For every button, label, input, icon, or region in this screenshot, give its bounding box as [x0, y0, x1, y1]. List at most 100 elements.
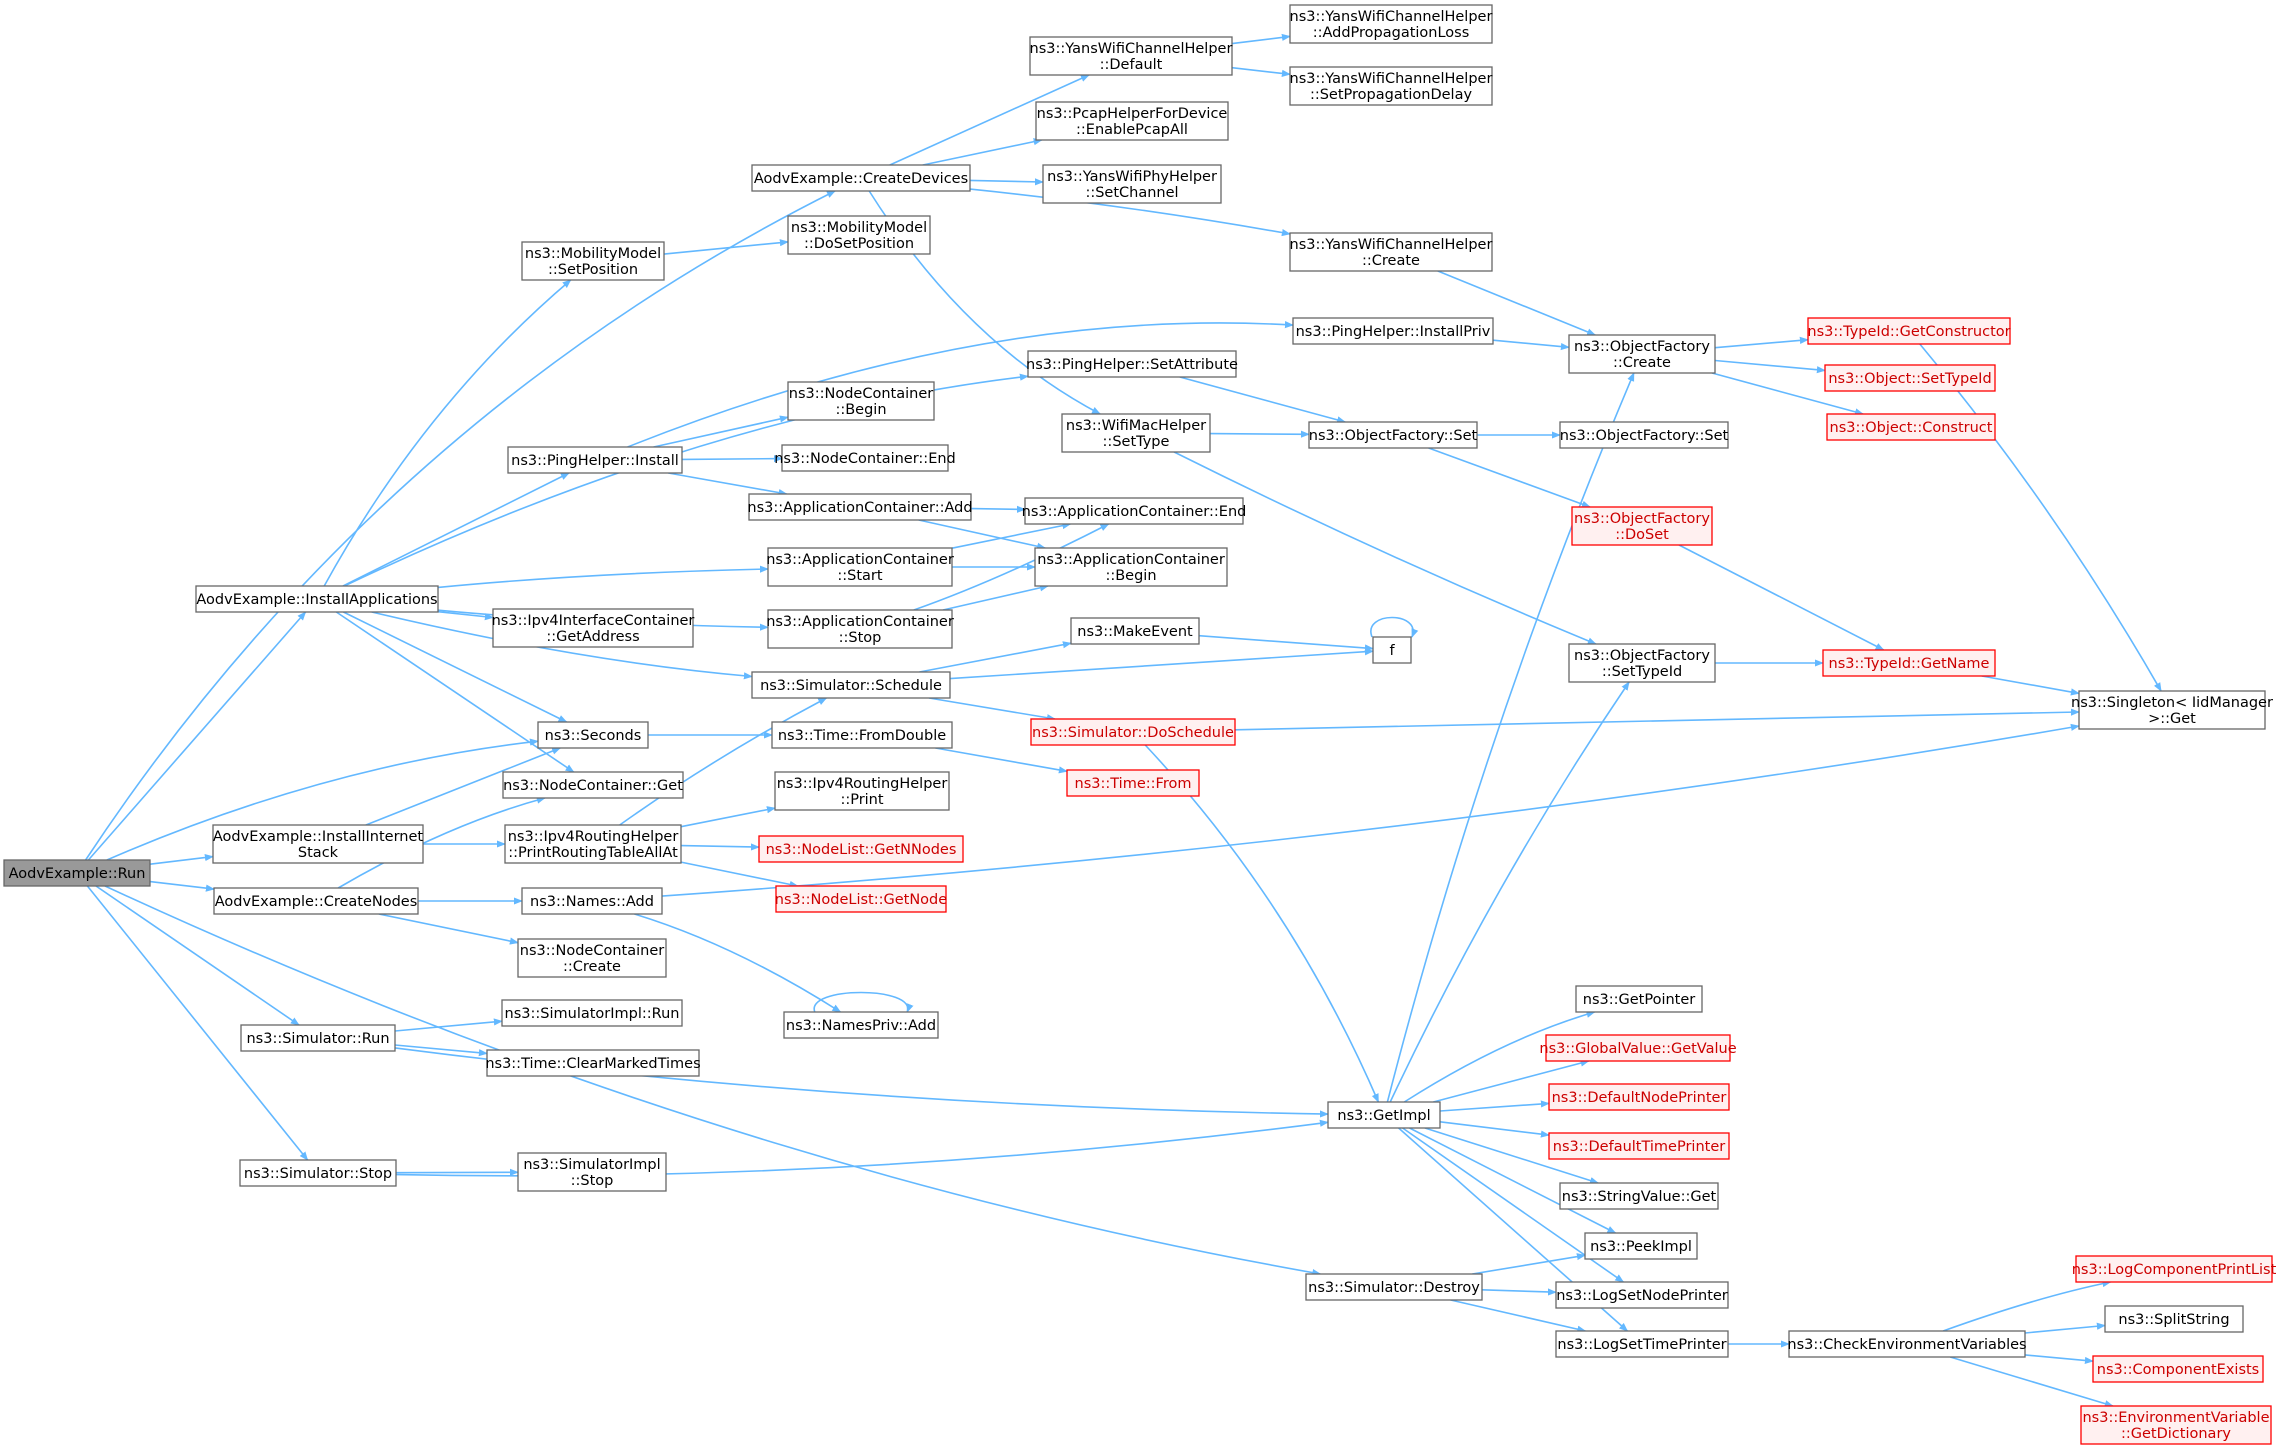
edge-run-to-simdestroy: [104, 885, 1322, 1277]
node-box: [1548, 1083, 1730, 1111]
node-appbegin[interactable]: ns3::ApplicationContainer::Begin: [1034, 547, 1228, 587]
node-yansaddloss[interactable]: ns3::YansWifiChannelHelper::AddPropagati…: [1289, 4, 1493, 44]
node-ncend[interactable]: ns3::NodeContainer::End: [774, 444, 956, 472]
edge-run-to-installapps: [87, 611, 307, 861]
edge-simdestroy-to-logsettimeprinter: [1450, 1299, 1587, 1333]
node-simrun[interactable]: ns3::Simulator::Run: [240, 1024, 396, 1052]
node-logsetnodeprinter[interactable]: ns3::LogSetNodePrinter: [1555, 1281, 1729, 1309]
node-box: [1555, 1330, 1729, 1358]
node-timefrom[interactable]: ns3::Time::From: [1066, 769, 1200, 797]
node-box: [1034, 547, 1228, 587]
node-append[interactable]: ns3::ApplicationContainer::End: [1022, 497, 1247, 525]
node-pingsetattr[interactable]: ns3::PingHelper::SetAttribute: [1026, 350, 1238, 378]
node-objconstruct[interactable]: ns3::Object::Construct: [1826, 413, 1996, 441]
node-simimplstop[interactable]: ns3::SimulatorImpl::Stop: [517, 1152, 667, 1192]
node-label: ns3::Simulator::Stop: [244, 1166, 392, 1182]
node-ofsettypeid[interactable]: ns3::ObjectFactory::SetTypeId: [1568, 643, 1716, 683]
node-peekimpl[interactable]: ns3::PeekImpl: [1584, 1232, 1698, 1260]
node-appadd[interactable]: ns3::ApplicationContainer::Add: [747, 493, 973, 521]
node-appstart[interactable]: ns3::ApplicationContainer::Start: [766, 547, 954, 587]
node-ipv4getaddr[interactable]: ns3::Ipv4InterfaceContainer::GetAddress: [492, 608, 695, 648]
node-defaulttimeprinter[interactable]: ns3::DefaultTimePrinter: [1548, 1132, 1730, 1160]
edge-typeidgetctor-to-singleton: [1919, 343, 2162, 692]
node-label: ns3::GetImpl: [1337, 1108, 1430, 1124]
node-namesadd[interactable]: ns3::Names::Add: [521, 887, 663, 915]
edge-typeidgetname-to-singleton: [1981, 675, 2080, 696]
node-clearmarked[interactable]: ns3::Time::ClearMarkedTimes: [485, 1049, 701, 1077]
node-f[interactable]: f: [1372, 636, 1412, 664]
node-createnodes[interactable]: AodvExample::CreateNodes: [213, 887, 419, 915]
node-simdestroy[interactable]: ns3::Simulator::Destroy: [1305, 1273, 1483, 1301]
node-box: [774, 771, 950, 811]
node-timefromdouble[interactable]: ns3::Time::FromDouble: [771, 721, 953, 749]
node-seconds[interactable]: ns3::Seconds: [537, 721, 649, 749]
node-getpointer[interactable]: ns3::GetPointer: [1575, 985, 1703, 1013]
node-typeidgetctor[interactable]: ns3::TypeId::GetConstructor: [1807, 317, 2011, 345]
node-box: [2075, 1255, 2273, 1283]
node-label: ns3::YansWifiChannelHelper: [1290, 9, 1493, 25]
node-ncbegin[interactable]: ns3::NodeContainer::Begin: [787, 381, 935, 421]
node-label: ns3::Simulator::Schedule: [760, 678, 942, 694]
node-label: ns3::MakeEvent: [1077, 624, 1193, 640]
node-pinginstall[interactable]: ns3::PingHelper::Install: [507, 446, 683, 474]
node-box: [1027, 350, 1237, 378]
node-nlgetnnodes[interactable]: ns3::NodeList::GetNNodes: [758, 835, 964, 863]
edge-pinginstall-to-ncbegin: [653, 415, 789, 448]
node-nlgetnode[interactable]: ns3::NodeList::GetNode: [775, 885, 947, 913]
node-label: AodvExample::Run: [9, 866, 146, 882]
node-yanscreate[interactable]: ns3::YansWifiChannelHelper::Create: [1289, 232, 1493, 272]
node-typeidgetname[interactable]: ns3::TypeId::GetName: [1822, 649, 1996, 677]
node-globalvalue[interactable]: ns3::GlobalValue::GetValue: [1539, 1034, 1737, 1062]
node-box: [2078, 690, 2266, 730]
node-envvar[interactable]: ns3::EnvironmentVariable::GetDictionary: [2080, 1405, 2272, 1445]
node-label: ::GetDictionary: [2121, 1426, 2231, 1442]
node-simstop[interactable]: ns3::Simulator::Stop: [239, 1159, 397, 1187]
node-installapps[interactable]: AodvExample::InstallApplications: [195, 585, 439, 613]
node-ofset[interactable]: ns3::ObjectFactory::Set: [1308, 421, 1478, 449]
node-ofcreate[interactable]: ns3::ObjectFactory::Create: [1568, 334, 1716, 374]
node-ipv4rhprint[interactable]: ns3::Ipv4RoutingHelper::Print: [774, 771, 950, 811]
node-getimpl[interactable]: ns3::GetImpl: [1327, 1101, 1441, 1129]
node-label: AodvExample::InstallInternet: [213, 829, 424, 845]
node-nccreate[interactable]: ns3::NodeContainer::Create: [517, 938, 667, 978]
node-objsettypeid[interactable]: ns3::Object::SetTypeId: [1824, 364, 1996, 392]
node-componentexists[interactable]: ns3::ComponentExists: [2092, 1355, 2264, 1383]
node-label: ns3::Time::From: [1075, 776, 1192, 792]
node-label: ns3::ComponentExists: [2097, 1362, 2260, 1378]
node-simdoschedule[interactable]: ns3::Simulator::DoSchedule: [1030, 718, 1236, 746]
node-yanssetdelay[interactable]: ns3::YansWifiChannelHelper::SetPropagati…: [1289, 66, 1493, 106]
node-ncget[interactable]: ns3::NodeContainer::Get: [502, 771, 684, 799]
node-box: [1061, 413, 1211, 453]
node-wifimacsettype[interactable]: ns3::WifiMacHelper::SetType: [1061, 413, 1211, 453]
node-box: [1571, 506, 1713, 546]
node-yansphy[interactable]: ns3::YansWifiPhyHelper::SetChannel: [1042, 164, 1222, 204]
node-createdevices[interactable]: AodvExample::CreateDevices: [751, 164, 971, 192]
node-simschedule[interactable]: ns3::Simulator::Schedule: [751, 671, 951, 699]
node-ipv4rhprintall[interactable]: ns3::Ipv4RoutingHelper::PrintRoutingTabl…: [504, 824, 682, 864]
node-checkenv[interactable]: ns3::CheckEnvironmentVariables: [1787, 1330, 2027, 1358]
node-run[interactable]: AodvExample::Run: [3, 859, 151, 887]
node-label: ns3::NodeList::GetNode: [775, 892, 947, 908]
node-defaultnodeprinter[interactable]: ns3::DefaultNodePrinter: [1548, 1083, 1730, 1111]
node-pcap[interactable]: ns3::PcapHelperForDevice::EnablePcapAll: [1035, 101, 1229, 141]
node-mobsetpos[interactable]: ns3::MobilityModel::SetPosition: [521, 241, 665, 281]
node-simimplrun[interactable]: ns3::SimulatorImpl::Run: [501, 999, 683, 1027]
node-label: ns3::WifiMacHelper: [1066, 418, 1206, 434]
node-label: ns3::MobilityModel: [525, 246, 661, 262]
node-stringvalueget[interactable]: ns3::StringValue::Get: [1559, 1182, 1719, 1210]
node-namesprivadd[interactable]: ns3::NamesPriv::Add: [783, 1011, 939, 1039]
node-logcomponentprintlist[interactable]: ns3::LogComponentPrintList: [2072, 1255, 2277, 1283]
node-singleton[interactable]: ns3::Singleton< IidManager >::Get: [2071, 690, 2273, 730]
node-mobdosetpos[interactable]: ns3::MobilityModel::DoSetPosition: [787, 215, 931, 255]
node-splitstring[interactable]: ns3::SplitString: [2104, 1305, 2244, 1333]
node-ofset2[interactable]: ns3::ObjectFactory::Set: [1559, 421, 1729, 449]
node-appstop[interactable]: ns3::ApplicationContainer::Stop: [766, 609, 954, 649]
node-yansdefault[interactable]: ns3::YansWifiChannelHelper::Default: [1029, 36, 1233, 76]
node-box: [1289, 4, 1493, 44]
node-makeevent[interactable]: ns3::MakeEvent: [1070, 617, 1200, 645]
node-label: ns3::NodeContainer::Get: [503, 778, 683, 794]
node-logsettimeprinter[interactable]: ns3::LogSetTimePrinter: [1555, 1330, 1729, 1358]
node-ofdoset[interactable]: ns3::ObjectFactory::DoSet: [1571, 506, 1713, 546]
node-pinginstallpriv[interactable]: ns3::PingHelper::InstallPriv: [1292, 317, 1494, 345]
